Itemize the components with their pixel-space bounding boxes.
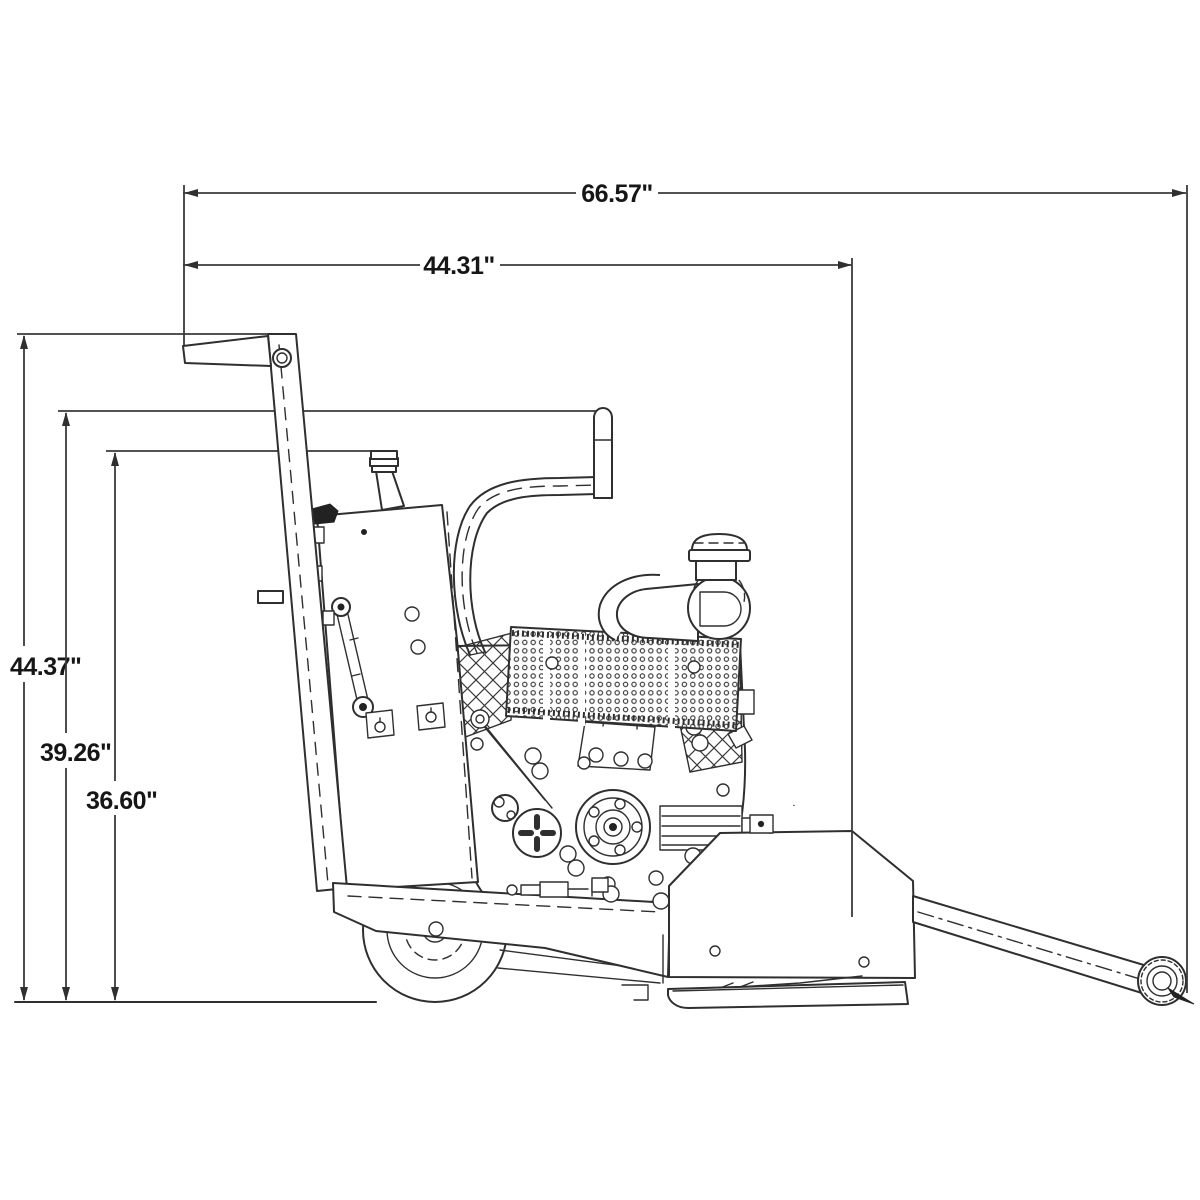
dim-frame-length: 44.31" [183, 252, 852, 280]
latch [311, 503, 339, 525]
carburetor [577, 709, 656, 771]
flywheel [575, 789, 651, 865]
belt-drive [470, 709, 553, 822]
dim-tank-cap-height: 36.60" [86, 450, 374, 1001]
dim-overall-length-label: 66.57" [581, 180, 652, 208]
crankcase-cover [512, 808, 562, 858]
dim-handle-height-label: 44.37" [10, 653, 81, 681]
pointer-tip [1167, 987, 1195, 1005]
handle-peg [257, 590, 284, 604]
perforated-screen [505, 626, 742, 732]
keyhole-bracket [365, 709, 395, 739]
pointer-arm [912, 895, 1195, 1006]
blade-guard [621, 791, 916, 1009]
loop-handlebar [452, 407, 613, 656]
guard-skid-plate [667, 981, 909, 1009]
side-clip [322, 610, 335, 626]
dim-frame-length-label: 44.31" [423, 252, 494, 280]
tank-panel [310, 503, 479, 891]
dim-tank-cap-height-label: 36.60" [86, 787, 157, 815]
muffler [597, 533, 751, 642]
dim-overall-length: 66.57" [183, 180, 1186, 208]
dim-handle-height: 44.37" [10, 333, 268, 1001]
screen-gap [668, 638, 675, 730]
dim-handlebar-height-label: 39.26" [40, 739, 111, 767]
depth-adjust-detail [506, 877, 609, 898]
turnbuckle [331, 597, 374, 718]
keyhole-bracket [416, 702, 446, 731]
fuel-cap [369, 450, 405, 511]
engine-bracket [736, 689, 755, 715]
screen-gap [543, 632, 550, 724]
frame-beam [332, 877, 671, 978]
exhaust-stack [688, 533, 751, 581]
dim-handlebar-height: 39.26" [40, 410, 596, 1001]
screen-gap [578, 634, 585, 726]
handlebar-post [593, 407, 613, 499]
intake-elbow [615, 583, 699, 642]
handle-grip [182, 335, 272, 367]
pointer-wheel [1137, 956, 1195, 1006]
